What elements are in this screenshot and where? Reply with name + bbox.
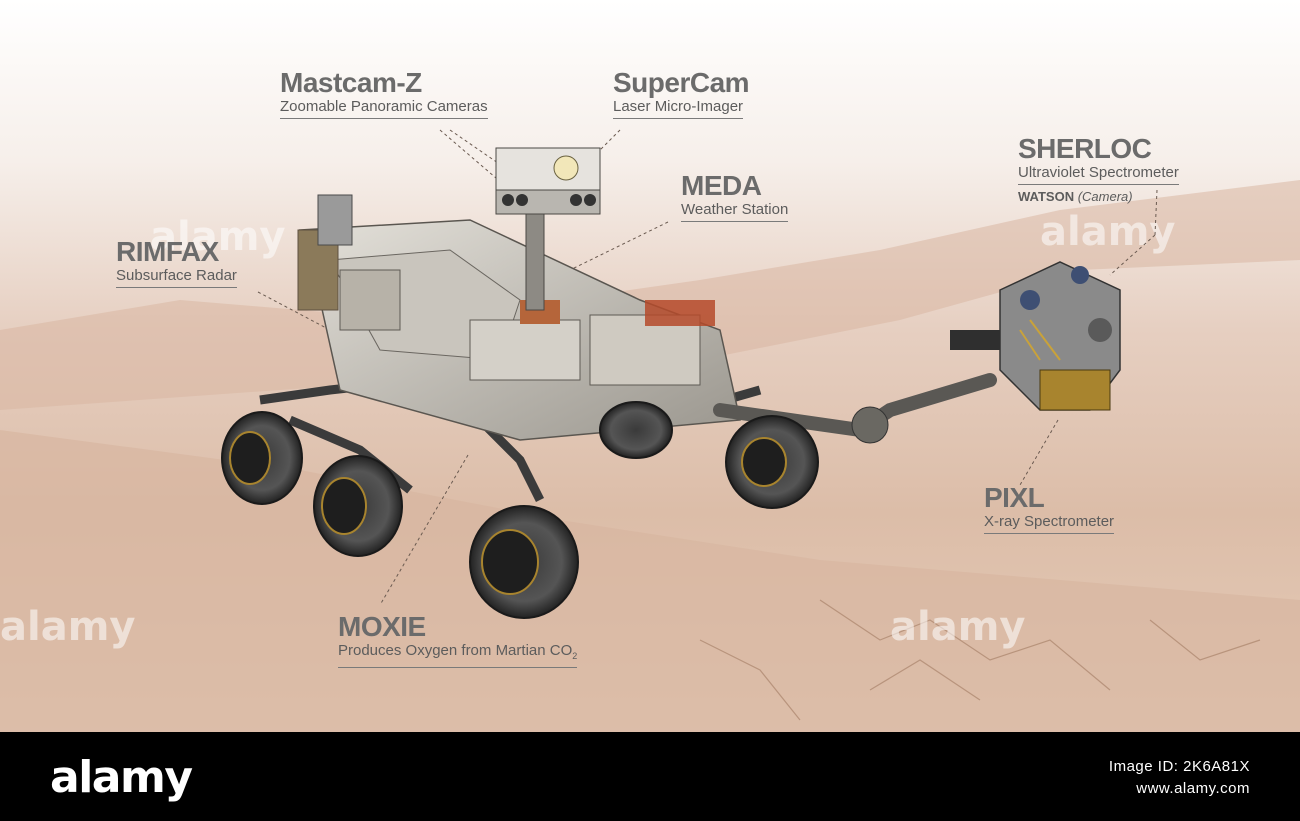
instrument-description: Zoomable Panoramic Cameras	[280, 98, 488, 119]
watermark-text: alamy	[890, 604, 1025, 650]
camera-name: WATSON	[1018, 189, 1075, 204]
camera-note: (Camera)	[1077, 189, 1133, 204]
image-id-text: Image ID: 2K6A81X	[1108, 758, 1250, 775]
watermark-text: alamy	[1040, 209, 1175, 255]
instrument-name: SHERLOC	[1018, 133, 1152, 164]
terrain-ridge	[0, 180, 1300, 410]
rover-wheels	[221, 401, 819, 619]
rover-illustration	[221, 147, 1121, 619]
leader-lines	[257, 129, 1158, 606]
mars-scene: alamy alamy alamy alamy	[0, 0, 1300, 732]
moxie-description-text: Produces Oxygen from Martian CO	[338, 642, 573, 659]
alamy-logo: alamy	[50, 752, 193, 803]
site-url-text: www.alamy.com	[1136, 780, 1250, 797]
label-sherloc: SHERLOC Ultraviolet Spectrometer WATSON …	[1018, 134, 1179, 206]
moxie-subscript: 2	[572, 651, 578, 661]
label-meda: MEDA Weather Station	[681, 170, 789, 222]
watermarks: alamy alamy alamy alamy	[0, 209, 1175, 650]
watermark-text: alamy	[150, 214, 285, 260]
instrument-name: SuperCam	[613, 67, 750, 98]
instrument-description: X-ray Spectrometer	[984, 513, 1115, 534]
instrument-description: Laser Micro-Imager	[613, 98, 744, 119]
instrument-name: MOXIE	[338, 611, 426, 642]
instrument-name: MEDA	[681, 170, 762, 201]
stock-footer-bar: alamy Image ID: 2K6A81X www.alamy.com	[0, 732, 1300, 821]
instrument-name: Mastcam-Z	[280, 67, 422, 98]
label-pixl: PIXL X-ray Spectrometer	[984, 482, 1115, 534]
label-rimfax: RIMFAX Subsurface Radar	[116, 237, 237, 288]
instrument-name: PIXL	[984, 482, 1045, 513]
label-mastcam-z: Mastcam-Z Zoomable Panoramic Cameras	[280, 68, 488, 119]
terrain-cracks	[699, 599, 1261, 721]
instrument-description: Subsurface Radar	[116, 267, 237, 288]
instrument-description: Weather Station	[681, 201, 789, 222]
instrument-description: Produces Oxygen from Martian CO2	[338, 642, 578, 668]
instrument-name: RIMFAX	[116, 236, 219, 267]
label-moxie: MOXIE Produces Oxygen from Martian CO2	[338, 611, 578, 668]
instrument-note: WATSON (Camera)	[1018, 188, 1179, 206]
watermark-text: alamy	[0, 604, 135, 650]
instrument-description: Ultraviolet Spectrometer	[1018, 164, 1179, 185]
label-supercam: SuperCam Laser Micro-Imager	[613, 67, 750, 119]
